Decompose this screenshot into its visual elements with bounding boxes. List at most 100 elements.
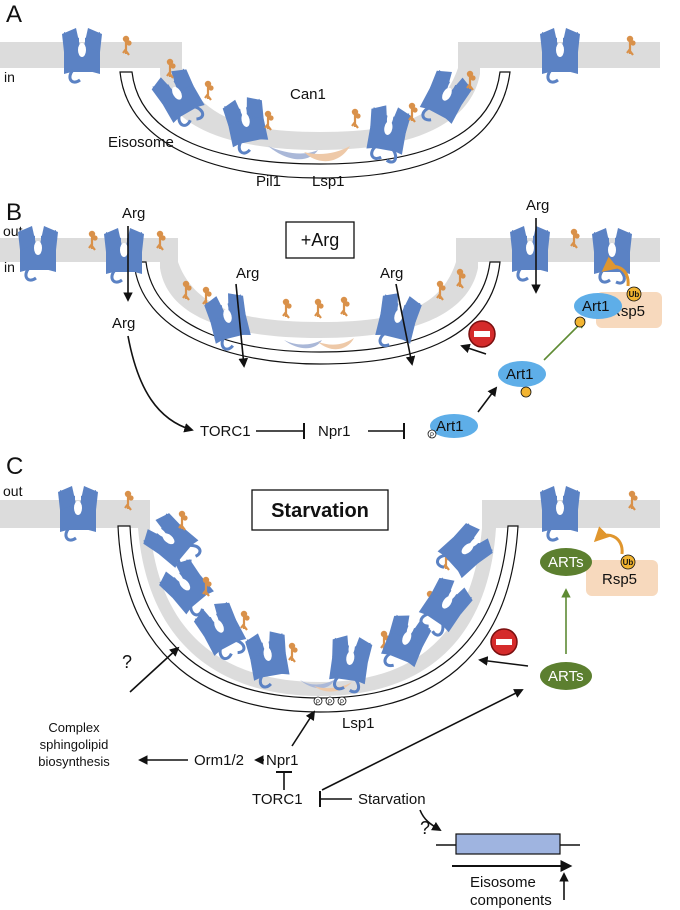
panel-b-ub-marker	[520, 386, 532, 398]
panel-c-gene-box	[455, 833, 561, 855]
panel-b-npr1-label: Npr1	[318, 423, 351, 440]
panel-b-arg-import-arrow	[235, 283, 249, 368]
panel-c-complex-line3: biosynthesis	[38, 754, 110, 769]
panel-a-peptide	[350, 107, 362, 130]
panel-b-to-stop-arrow	[460, 343, 487, 355]
panel-b-arg-cytosol-label: Arg	[112, 315, 135, 332]
panel-a-can1	[60, 26, 104, 84]
panel-c-stop-icon	[490, 628, 518, 656]
panel-c-peptide	[287, 641, 299, 664]
panel-c-eisosome-coat	[117, 525, 519, 713]
panel-c-phospho-group	[337, 696, 347, 706]
panel-c-ub-badge	[620, 554, 636, 570]
panel-a-membrane	[0, 42, 660, 150]
panel-c-lsp1-label: Lsp1	[342, 715, 375, 732]
panel-a-eisosome-coat	[119, 71, 511, 179]
panel-c-rsp5-label: Rsp5	[602, 571, 637, 588]
panel-b-arg-label: Arg	[380, 265, 403, 282]
panel-b-pil1	[284, 340, 322, 349]
panel-a-pil1-label: Pil1	[256, 173, 281, 190]
panel-b-arg-to-torc1-arrow	[127, 335, 194, 433]
panel-c-condition-label: Starvation	[271, 500, 369, 522]
panel-c-arts-complex-label: ARTs	[548, 554, 584, 571]
panel-b-art1	[498, 361, 546, 387]
panel-c-to-eisosome-arrow	[129, 646, 180, 693]
panel-b-dephospho-arrow	[477, 386, 498, 413]
panel-b-lsp1	[318, 338, 354, 350]
panel-b-art1-label: Art1	[436, 418, 464, 435]
panel-a-peptide	[263, 109, 275, 132]
panel-a-in-label: in	[4, 69, 15, 85]
panel-c-to-stop-arrow	[478, 656, 529, 667]
panel-c-letter: C	[6, 453, 23, 480]
panel-b-art1-complex	[574, 293, 622, 319]
panel-c-phospho-label: P	[328, 700, 332, 706]
panel-c-phospho-label: P	[340, 700, 344, 706]
panel-c-arts-label: ARTs	[548, 668, 584, 685]
panel-a-letter: A	[6, 1, 22, 28]
panel-a-can1-label: Can1	[290, 86, 326, 103]
panel-c-components-line1: Eisosome	[470, 874, 536, 891]
panel-c-starvation-label: Starvation	[358, 791, 426, 808]
panel-c-phospho-label: P	[316, 700, 320, 706]
panel-b-can1	[16, 224, 60, 282]
panel-a-peptide	[203, 79, 215, 102]
panel-b-ub-badge	[626, 286, 642, 302]
panel-b-arg-label: Arg	[526, 197, 549, 214]
panel-b-condition-box	[285, 221, 355, 259]
panel-b-ub-marker	[574, 316, 586, 328]
panel-b-stop-icon	[468, 320, 496, 348]
panel-c-complex-line1: Complex	[48, 720, 100, 735]
panel-c-pil1	[300, 680, 334, 689]
panel-c-lsp1	[314, 682, 352, 692]
panel-c-peptide	[177, 509, 189, 532]
panel-b-can1	[508, 224, 552, 282]
panel-c-can1	[538, 484, 582, 542]
panel-a-eisosome-label: Eisosome	[108, 134, 174, 151]
panel-c-can1	[56, 484, 100, 542]
panel-b-torc1-label: TORC1	[200, 423, 251, 440]
panel-c-phospho-group	[313, 696, 323, 706]
panel-c-condition-box	[251, 489, 389, 531]
panel-b-art1-complex-label: Art1	[582, 298, 610, 315]
panel-a-lsp1	[304, 146, 350, 162]
panel-c-out-label: out	[3, 483, 23, 499]
panel-b-phospho-group	[427, 429, 437, 439]
panel-c-arts-complex	[540, 548, 592, 576]
panel-b-letter: B	[6, 199, 22, 226]
panel-b-art1-label: Art1	[506, 366, 534, 383]
panel-c-orm-label: Orm1/2	[194, 752, 244, 769]
panel-c-npr1-to-lsp1-arrow	[291, 710, 316, 747]
panel-b-ub-label: Ub	[629, 290, 640, 299]
panel-b-arg-label: Arg	[236, 265, 259, 282]
panel-b-ubiquitination-arrow	[601, 256, 630, 287]
panel-b-art1-phospho	[430, 414, 478, 438]
panel-b-arg-import-arrow	[395, 283, 416, 366]
panel-c-gene-question-mark: ?	[420, 818, 430, 838]
panel-c-arts	[540, 662, 592, 690]
panel-b-peptide	[281, 297, 293, 320]
panel-c-phospho-group	[325, 696, 335, 706]
panel-c-ub-label: Ub	[623, 558, 634, 567]
panel-b-out-label: out	[3, 223, 23, 239]
panel-c-complex-line2: sphingolipid	[40, 737, 109, 752]
panel-b-peptide	[313, 297, 325, 320]
panel-c-starvation-to-gene-arrow	[419, 809, 442, 831]
panel-c-components-line2: components	[470, 892, 552, 909]
panel-c-ubiquitination-arrow	[593, 526, 624, 555]
panel-a-can1	[363, 103, 412, 164]
panel-b-in-label: in	[4, 259, 15, 275]
panel-a: A out in Can1 Eisosome Pil1 Lsp1	[0, 1, 660, 190]
panel-c: C out in P P P Starvation	[0, 453, 660, 909]
panel-a-lsp1-label: Lsp1	[312, 173, 345, 190]
panel-c-torc1-to-arts-arrow	[321, 689, 524, 791]
panel-b-membrane	[0, 238, 660, 338]
panel-c-rsp5	[586, 560, 658, 596]
panel-b-phospho-label: P	[430, 433, 434, 439]
panel-b-peptide	[339, 295, 351, 318]
panel-c-peptide	[239, 609, 251, 632]
panel-b-arg-label: Arg	[122, 205, 145, 222]
panel-a-can1	[538, 26, 582, 84]
panel-a-pil1	[268, 146, 318, 160]
